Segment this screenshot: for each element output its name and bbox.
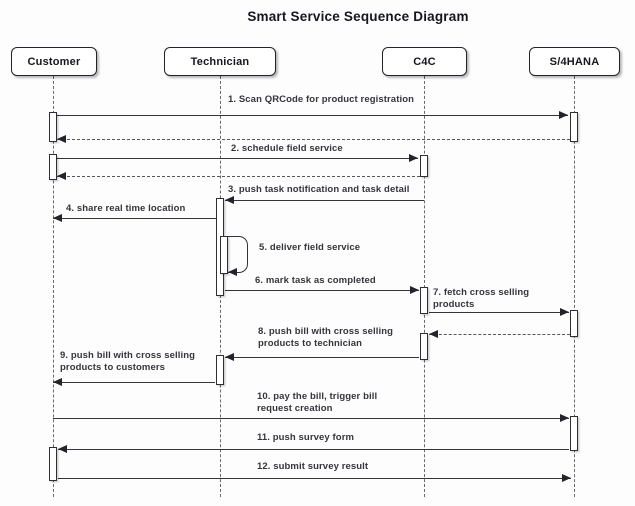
message-label-5: 5. deliver field service bbox=[259, 242, 361, 253]
message-label-8: 8. push bill with cross selling products… bbox=[258, 326, 394, 349]
message-line-3 bbox=[225, 200, 424, 201]
message-line-11 bbox=[58, 449, 569, 450]
activation-bar-s-4hana-9 bbox=[570, 112, 578, 142]
arrowhead-7 bbox=[560, 308, 569, 316]
arrowhead-6 bbox=[410, 286, 419, 294]
arrowhead-12 bbox=[562, 474, 571, 482]
message-label-4: 4. share real time location bbox=[66, 203, 186, 214]
message-label-9: 9. push bill with cross selling products… bbox=[60, 350, 196, 373]
participant-box-customer: Customer bbox=[11, 47, 97, 76]
message-line-7 bbox=[429, 312, 569, 313]
message-label-2: 2. schedule field service bbox=[231, 143, 343, 154]
participant-label-c4c: C4C bbox=[413, 55, 436, 68]
activation-bar-customer-1 bbox=[49, 154, 57, 180]
message-line-2 bbox=[57, 158, 418, 159]
participant-box-c4c: C4C bbox=[382, 47, 467, 76]
message-label-10: 10. pay the bill, trigger bill request c… bbox=[257, 391, 378, 414]
activation-bar-technician-5 bbox=[216, 355, 224, 385]
participant-label-technician: Technician bbox=[190, 55, 250, 68]
message-label-3: 3. push task notification and task detai… bbox=[228, 184, 410, 195]
message-line-4 bbox=[53, 218, 216, 219]
arrowhead-5 bbox=[228, 268, 237, 276]
activation-bar-technician-4 bbox=[220, 236, 228, 274]
activation-bar-c4c-8 bbox=[420, 333, 428, 360]
message-label-7: 7. fetch cross selling products bbox=[433, 287, 530, 310]
activation-bar-customer-2 bbox=[49, 447, 57, 481]
lifeline-c4c bbox=[424, 76, 425, 497]
message-line-9 bbox=[53, 382, 215, 383]
activation-bar-customer-0 bbox=[49, 112, 57, 142]
arrowhead-8 bbox=[225, 353, 234, 361]
message-line-6 bbox=[225, 290, 419, 291]
activation-bar-c4c-6 bbox=[420, 155, 428, 177]
lifeline-customer bbox=[53, 76, 54, 497]
participant-box-technician: Technician bbox=[164, 47, 276, 76]
message-line-8 bbox=[225, 357, 419, 358]
message-line-12 bbox=[58, 478, 571, 479]
participant-label-s-4hana: S/4HANA bbox=[549, 55, 600, 68]
arrowhead-7r bbox=[429, 330, 438, 338]
activation-bar-s-4hana-10 bbox=[570, 310, 578, 337]
return-line-7r bbox=[429, 334, 570, 335]
message-label-1: 1. Scan QRCode for product registration bbox=[228, 94, 415, 105]
arrowhead-4 bbox=[53, 214, 62, 222]
arrowhead-1r bbox=[57, 135, 66, 143]
message-label-11: 11. push survey form bbox=[257, 432, 355, 443]
arrowhead-11 bbox=[58, 445, 67, 453]
arrowhead-10 bbox=[560, 414, 569, 422]
return-line-1r bbox=[57, 139, 570, 140]
arrowhead-9 bbox=[53, 378, 62, 386]
arrowhead-3 bbox=[225, 196, 234, 204]
participant-label-customer: Customer bbox=[27, 55, 81, 68]
arrowhead-2 bbox=[409, 154, 418, 162]
message-line-1 bbox=[57, 115, 568, 116]
activation-bar-c4c-7 bbox=[420, 287, 428, 314]
message-label-12: 12. submit survey result bbox=[257, 461, 369, 472]
return-line-2r bbox=[57, 176, 420, 177]
arrowhead-1 bbox=[559, 111, 568, 119]
diagram-title: Smart Service Sequence Diagram bbox=[247, 9, 469, 24]
lifeline-s-4hana bbox=[574, 76, 575, 497]
message-line-10 bbox=[53, 418, 569, 419]
arrowhead-2r bbox=[57, 172, 66, 180]
activation-bar-s-4hana-11 bbox=[570, 416, 578, 451]
message-label-6: 6. mark task as completed bbox=[255, 275, 376, 286]
participant-box-s-4hana: S/4HANA bbox=[529, 47, 620, 76]
self-message-loop-5 bbox=[228, 236, 248, 273]
